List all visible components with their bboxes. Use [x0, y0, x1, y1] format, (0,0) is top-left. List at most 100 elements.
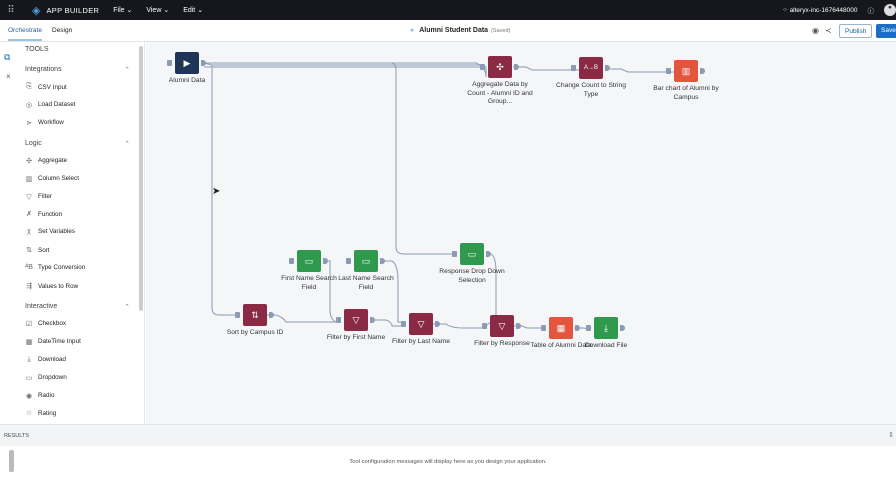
sidebar-rail: ⧉ ×: [0, 42, 18, 424]
tool-checkbox[interactable]: ☑Checkbox: [25, 320, 66, 328]
function-icon: ✗: [26, 211, 32, 219]
tool-rating[interactable]: ☆Rating: [25, 409, 56, 418]
input-port[interactable]: [346, 258, 351, 264]
tool-function[interactable]: ✗Function: [25, 210, 62, 219]
input-port[interactable]: [167, 60, 172, 66]
menu-view[interactable]: View ⌄: [146, 7, 170, 14]
connection: [204, 62, 456, 255]
input-port[interactable]: [289, 258, 294, 264]
rating-icon: ☆: [25, 410, 33, 418]
tools-panel-icon[interactable]: ⧉: [4, 52, 11, 62]
section-integrations[interactable]: Integrations⌃: [25, 66, 130, 74]
input-port[interactable]: [480, 64, 485, 70]
node-aggregate-data-by-count-alumni-id-and-group[interactable]: ✣: [488, 56, 512, 78]
node-response-drop-down-selection[interactable]: ▭: [460, 243, 484, 265]
avatar[interactable]: ●: [884, 4, 896, 16]
input-port[interactable]: [666, 68, 671, 74]
tab-orchestrate[interactable]: Orchestrate: [8, 27, 42, 41]
menu-file[interactable]: File ⌄: [113, 7, 133, 14]
workspace-selector[interactable]: ⁘ alteryx-inc-1676448000: [782, 7, 858, 14]
node-download-file[interactable]: ⤓: [594, 317, 618, 339]
help-icon[interactable]: ⓘ: [867, 8, 875, 15]
node-icon: ▶: [183, 57, 191, 68]
output-port[interactable]: [700, 68, 705, 74]
dropdown-icon: ▭: [25, 374, 33, 382]
publish-button[interactable]: Publish: [839, 24, 873, 38]
node-label: Last Name Search Field: [338, 275, 394, 291]
input-port[interactable]: [336, 317, 341, 323]
output-port[interactable]: [269, 312, 274, 318]
connection: [610, 68, 674, 73]
sidebar-scrollbar[interactable]: [139, 46, 143, 311]
section-logic[interactable]: Logic⌃: [25, 140, 130, 148]
node-bar-chart-of-alumni-by-campus[interactable]: ▥: [674, 60, 698, 82]
tool-values-to-row[interactable]: ⇶Values to Row: [25, 282, 78, 291]
input-port[interactable]: [452, 251, 457, 257]
node-label: Filter by Last Name: [392, 338, 450, 345]
section-title: Interactive: [25, 302, 58, 310]
node-icon: ▥: [681, 65, 691, 76]
input-port[interactable]: [541, 325, 546, 331]
output-port[interactable]: [620, 325, 625, 331]
download-icon: ⤓: [27, 355, 31, 363]
output-port[interactable]: [380, 258, 385, 264]
node-icon: ⇅: [251, 309, 259, 320]
tool-csv-input[interactable]: ⎘CSV Input: [25, 83, 67, 91]
output-port[interactable]: [575, 325, 580, 331]
node-change-count-to-string-type[interactable]: A→B: [579, 57, 603, 79]
tool-aggregate[interactable]: ✣Aggregate: [25, 157, 67, 165]
input-port[interactable]: [401, 321, 406, 327]
node-icon: ▭: [467, 248, 477, 259]
tool-filter[interactable]: ▽Filter: [25, 193, 52, 201]
tool-workflow[interactable]: ⋗Workflow: [25, 119, 64, 127]
tool-radio[interactable]: ◉Radio: [25, 392, 55, 400]
expand-icon[interactable]: ⇕: [888, 432, 894, 439]
app-name: APP BUILDER: [46, 5, 100, 15]
workflow-icon: ⋗: [26, 119, 32, 127]
output-port[interactable]: [323, 258, 328, 264]
tool-load-dataset[interactable]: ◎Load Dataset: [25, 101, 76, 109]
output-port[interactable]: [514, 64, 519, 70]
node-filter-by-response[interactable]: ▽: [490, 315, 514, 337]
menu-edit[interactable]: Edit ⌄: [183, 7, 204, 14]
tool-column-select[interactable]: ▥Column Select: [25, 175, 79, 183]
output-port[interactable]: [201, 60, 206, 66]
workflow-canvas[interactable]: ▶ Alumni Data ✣ Aggregate Data by Count …: [146, 42, 896, 424]
output-port[interactable]: [370, 317, 375, 323]
close-icon[interactable]: ×: [6, 72, 11, 81]
node-first-name-search-field[interactable]: ▭: [297, 250, 321, 272]
share-icon[interactable]: ≺: [825, 26, 832, 35]
tool-download[interactable]: ⤓Download: [25, 356, 66, 364]
tool-label: Sort: [38, 246, 50, 254]
input-port[interactable]: [482, 323, 487, 329]
output-port[interactable]: [605, 65, 610, 71]
output-port[interactable]: [516, 323, 521, 329]
tool-dropdown[interactable]: ▭Dropdown: [25, 374, 67, 382]
values-to-row-icon: ⇶: [26, 283, 32, 290]
app-grid-icon[interactable]: ⠿: [7, 4, 15, 16]
tab-design[interactable]: Design: [52, 27, 73, 34]
input-port[interactable]: [571, 65, 576, 71]
node-filter-by-last-name[interactable]: ▽: [409, 313, 433, 335]
output-port[interactable]: [486, 251, 491, 257]
input-port[interactable]: [586, 325, 591, 331]
node-alumni-data[interactable]: ▶: [175, 52, 199, 74]
node-label: Aggregate Data by Count - Alumni ID and …: [467, 81, 533, 106]
node-last-name-search-field[interactable]: ▭: [354, 250, 378, 272]
tool-datetime-input[interactable]: ▦DateTime Input: [25, 338, 81, 346]
node-table-of-alumni-data[interactable]: ▦: [549, 317, 573, 339]
input-port[interactable]: [235, 312, 240, 318]
tool-label: Radio: [38, 392, 55, 399]
node-icon: ▭: [361, 255, 371, 266]
results-scrollbar[interactable]: [9, 450, 14, 472]
preview-eye-icon[interactable]: ◉: [812, 26, 819, 35]
aggregate-icon: ✣: [26, 157, 32, 165]
section-interactive[interactable]: Interactive⌃: [25, 302, 130, 311]
node-sort-by-campus-id[interactable]: ⇅: [243, 304, 267, 326]
output-port[interactable]: [435, 321, 440, 327]
tool-sort[interactable]: ⇅Sort: [25, 246, 50, 255]
save-button[interactable]: Save: [876, 24, 896, 38]
node-filter-by-first-name[interactable]: ▽: [344, 309, 368, 331]
